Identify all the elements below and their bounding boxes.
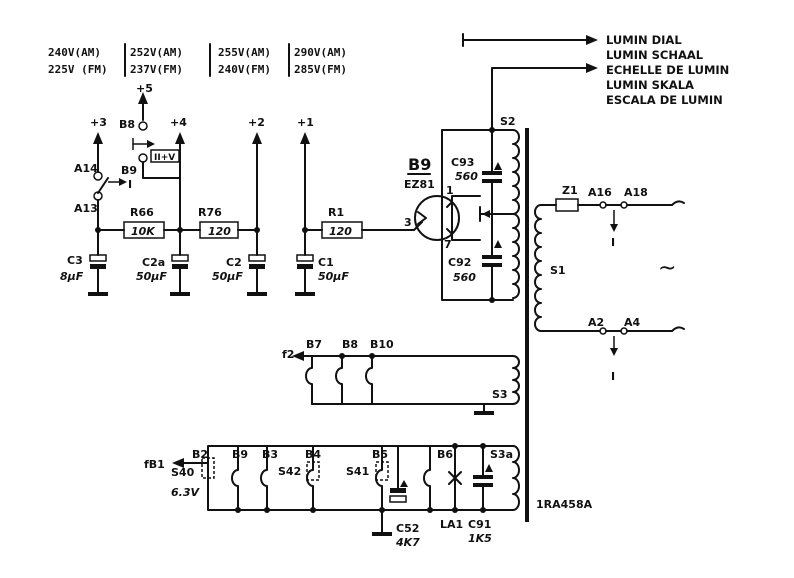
voltage-r1-c4: 290V(AM) bbox=[294, 46, 347, 59]
r76-value: 120 bbox=[208, 225, 231, 238]
pin-1: 1 bbox=[446, 184, 454, 197]
c91-label: C91 bbox=[468, 518, 491, 531]
label-a4: A4 bbox=[624, 316, 641, 329]
c2-label: C2 bbox=[226, 256, 242, 269]
label-s2: S2 bbox=[500, 115, 516, 128]
rail-plus4: +4 bbox=[170, 116, 187, 129]
c92-value: 560 bbox=[453, 271, 476, 284]
label-z1: Z1 bbox=[562, 184, 578, 197]
r66-value: 10K bbox=[131, 225, 156, 238]
c2-value: 50µF bbox=[212, 270, 243, 283]
heater-winding-s3: f2 B7 B8 B10 S3 bbox=[282, 338, 520, 415]
label-6v3: 6.3V bbox=[171, 486, 200, 499]
r66-label: R66 bbox=[130, 206, 154, 219]
dial-label-3: LUMIN SKALA bbox=[606, 78, 694, 92]
voltage-r2-c3: 240V(FM) bbox=[218, 63, 271, 76]
label-s1: S1 bbox=[550, 264, 566, 277]
primary-winding: S1 Z1 A16 A18 I ~ A2 A4 I bbox=[534, 184, 685, 383]
voltage-table: 240V(AM) 252V(AM) 255V(AM) 290V(AM) 225V… bbox=[48, 43, 347, 77]
label-la1: LA1 bbox=[440, 518, 463, 531]
rail-plus2: +2 bbox=[248, 116, 265, 129]
pin-7: 7 bbox=[444, 238, 452, 251]
label-b7: B7 bbox=[306, 338, 322, 351]
c93-value: 560 bbox=[455, 170, 478, 183]
c2a-label: C2a bbox=[142, 256, 165, 269]
pin-3: 3 bbox=[404, 216, 412, 229]
label-b8: B8 bbox=[119, 118, 135, 131]
label-i1: I bbox=[611, 236, 615, 249]
c3-label: C3 bbox=[67, 254, 83, 267]
transformer-ref: 1RA458A bbox=[536, 498, 593, 511]
label-a2: A2 bbox=[588, 316, 604, 329]
label-a16: A16 bbox=[588, 186, 612, 199]
hv-secondary: C93 560 C92 560 S2 bbox=[441, 115, 520, 303]
supply-rails: +3 +5 +4 +2 +1 bbox=[90, 82, 314, 231]
rail-plus3: +3 bbox=[90, 116, 107, 129]
label-b5: B5 bbox=[372, 448, 388, 461]
label-a18: A18 bbox=[624, 186, 648, 199]
filter-chain: 10K R66 120 R76 120 R1 bbox=[95, 206, 415, 239]
rectifier-tube: B9 EZ81 3 1 7 bbox=[404, 155, 463, 251]
voltage-r2-c1: 225V (FM) bbox=[48, 63, 108, 76]
label-b9b: B9 bbox=[232, 448, 248, 461]
label-b8b: B8 bbox=[342, 338, 358, 351]
tube-label: B9 bbox=[408, 155, 431, 174]
filter-capacitors: C3 8µF C2a 50µF C2 50µF C1 50µF bbox=[60, 229, 349, 296]
tube-type: EZ81 bbox=[404, 178, 435, 191]
dial-label-4: ESCALA DE LUMIN bbox=[606, 93, 723, 107]
label-a13: A13 bbox=[74, 202, 98, 215]
rail-plus1: +1 bbox=[297, 116, 314, 129]
label-b10: B10 bbox=[370, 338, 394, 351]
label-b3: B3 bbox=[262, 448, 278, 461]
c2a-value: 50µF bbox=[136, 270, 167, 283]
label-i2: I bbox=[611, 370, 615, 383]
label-s40: S40 bbox=[171, 466, 195, 479]
voltage-r2-c2: 237V(FM) bbox=[130, 63, 183, 76]
dial-lamp-labels: LUMIN DIAL LUMIN SCHAAL ECHELLE DE LUMIN… bbox=[462, 33, 729, 131]
selector-switch: II+V B8 B9 I A14 A13 bbox=[74, 118, 181, 231]
label-a14: A14 bbox=[74, 162, 98, 175]
c52-label: C52 bbox=[396, 522, 419, 535]
c92-label: C92 bbox=[448, 256, 471, 269]
label-fb1: fB1 bbox=[144, 458, 165, 471]
label-s41: S41 bbox=[346, 465, 369, 478]
label-b9: B9 bbox=[121, 164, 137, 177]
voltage-r2-c4: 285V(FM) bbox=[294, 63, 347, 76]
fuse-z1 bbox=[555, 198, 579, 212]
r1-value: 120 bbox=[329, 225, 352, 238]
voltage-r1-c3: 255V(AM) bbox=[218, 46, 271, 59]
label-b2: B2 bbox=[192, 448, 208, 461]
c91-value: 1K5 bbox=[468, 532, 492, 545]
label-i-switch: I bbox=[128, 178, 132, 191]
dial-label-0: LUMIN DIAL bbox=[606, 33, 682, 47]
label-s3: S3 bbox=[492, 388, 508, 401]
c52-value: 4K7 bbox=[395, 536, 420, 549]
label-s42: S42 bbox=[278, 465, 301, 478]
c93-label: C93 bbox=[451, 156, 474, 169]
voltage-r1-c2: 252V(AM) bbox=[130, 46, 183, 59]
c1-value: 50µF bbox=[318, 270, 349, 283]
r76-label: R76 bbox=[198, 206, 222, 219]
heater-winding-s3a: fB1 B2 S40 6.3V B9 B3 B4 S42 B5 S41 B6 S… bbox=[144, 443, 593, 549]
label-s3a: S3a bbox=[490, 448, 513, 461]
mains-ac-symbol: ~ bbox=[658, 256, 676, 281]
c3-value: 8µF bbox=[60, 270, 84, 283]
r1-label: R1 bbox=[328, 206, 344, 219]
label-b6: B6 bbox=[437, 448, 453, 461]
voltage-r1-c1: 240V(AM) bbox=[48, 46, 101, 59]
label-f2: f2 bbox=[282, 348, 294, 361]
dial-label-2: ECHELLE DE LUMIN bbox=[606, 63, 729, 77]
c1-label: C1 bbox=[318, 256, 334, 269]
switch-label: II+V bbox=[154, 153, 175, 163]
dial-label-1: LUMIN SCHAAL bbox=[606, 48, 704, 62]
rail-plus5: +5 bbox=[136, 82, 153, 95]
